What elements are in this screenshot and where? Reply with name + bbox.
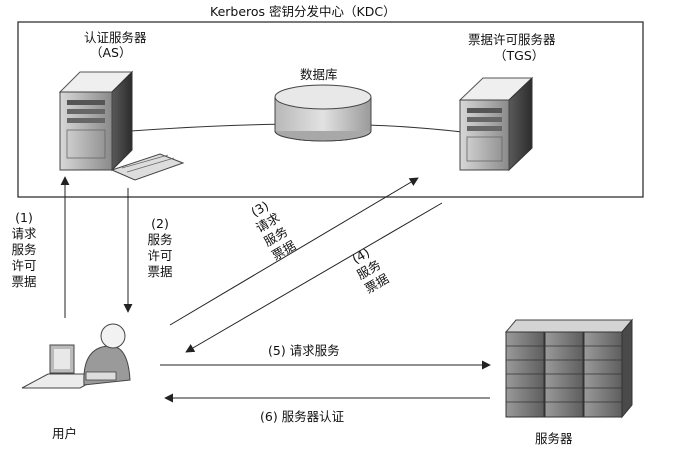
as-server-icon — [58, 70, 185, 181]
step-2-text-line: 许可 — [147, 248, 173, 263]
step-1-text-line: 许可 — [11, 258, 37, 273]
user-label: 用户 — [52, 426, 78, 441]
step-1-label: (1) 请求 服务 许可 票据 — [6, 210, 42, 290]
arrow-step-4 — [185, 202, 443, 353]
user-icon — [21, 323, 131, 389]
server-label: 服务器 — [535, 431, 573, 446]
step-1-text-line: 票据 — [11, 274, 37, 289]
step-2-text-line: 服务 — [147, 232, 173, 247]
tgs-title: 票据许可服务器 — [468, 32, 556, 47]
database-icon — [274, 84, 372, 142]
step-1-text-line: 服务 — [11, 242, 37, 257]
kdc-box — [17, 21, 644, 198]
step-1-text-line: 请求 — [11, 226, 37, 241]
kdc-title: Kerberos 密钥分发中心（KDC） — [210, 4, 396, 19]
tgs-server-icon — [458, 76, 534, 172]
step-2-label: (2) 服务 许可 票据 — [142, 216, 178, 280]
step-1-number: (1) — [15, 210, 33, 225]
server-rack-icon — [504, 318, 634, 419]
step-5-label: (5) 请求服务 — [268, 343, 340, 358]
tgs-subtitle: （TGS） — [494, 48, 545, 63]
step-2-number: (2) — [151, 216, 169, 231]
step-6-label: (6) 服务器认证 — [260, 409, 345, 424]
as-subtitle: （AS） — [90, 45, 132, 60]
arrow-step-3 — [169, 177, 419, 326]
as-title: 认证服务器 — [84, 30, 147, 45]
database-label: 数据库 — [300, 67, 338, 82]
step-2-text-line: 票据 — [147, 264, 173, 279]
